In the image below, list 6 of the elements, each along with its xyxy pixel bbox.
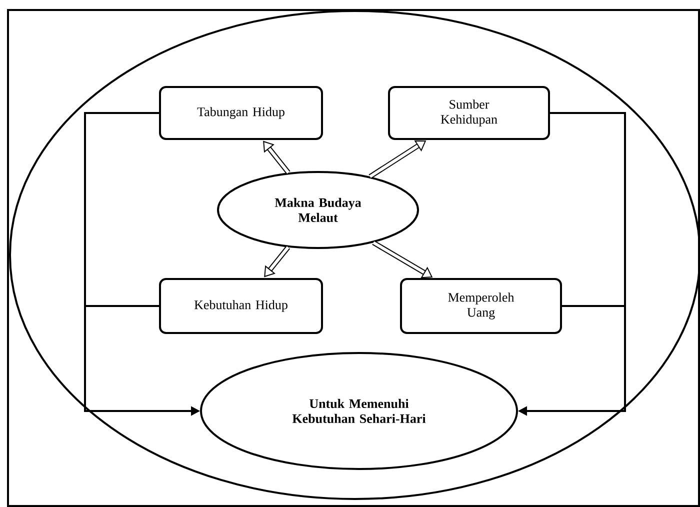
- process-box: Kebutuhan Hidup: [159, 278, 323, 334]
- process-box: Sumber Kehidupan: [388, 86, 550, 140]
- process-box: Memperoleh Uang: [400, 278, 562, 334]
- process-box: Tabungan Hidup: [159, 86, 323, 140]
- ellipse-node: Untuk Memenuhi Kebutuhan Sehari-Hari: [200, 352, 518, 470]
- ellipse-node: Makna Budaya Melaut: [217, 171, 419, 249]
